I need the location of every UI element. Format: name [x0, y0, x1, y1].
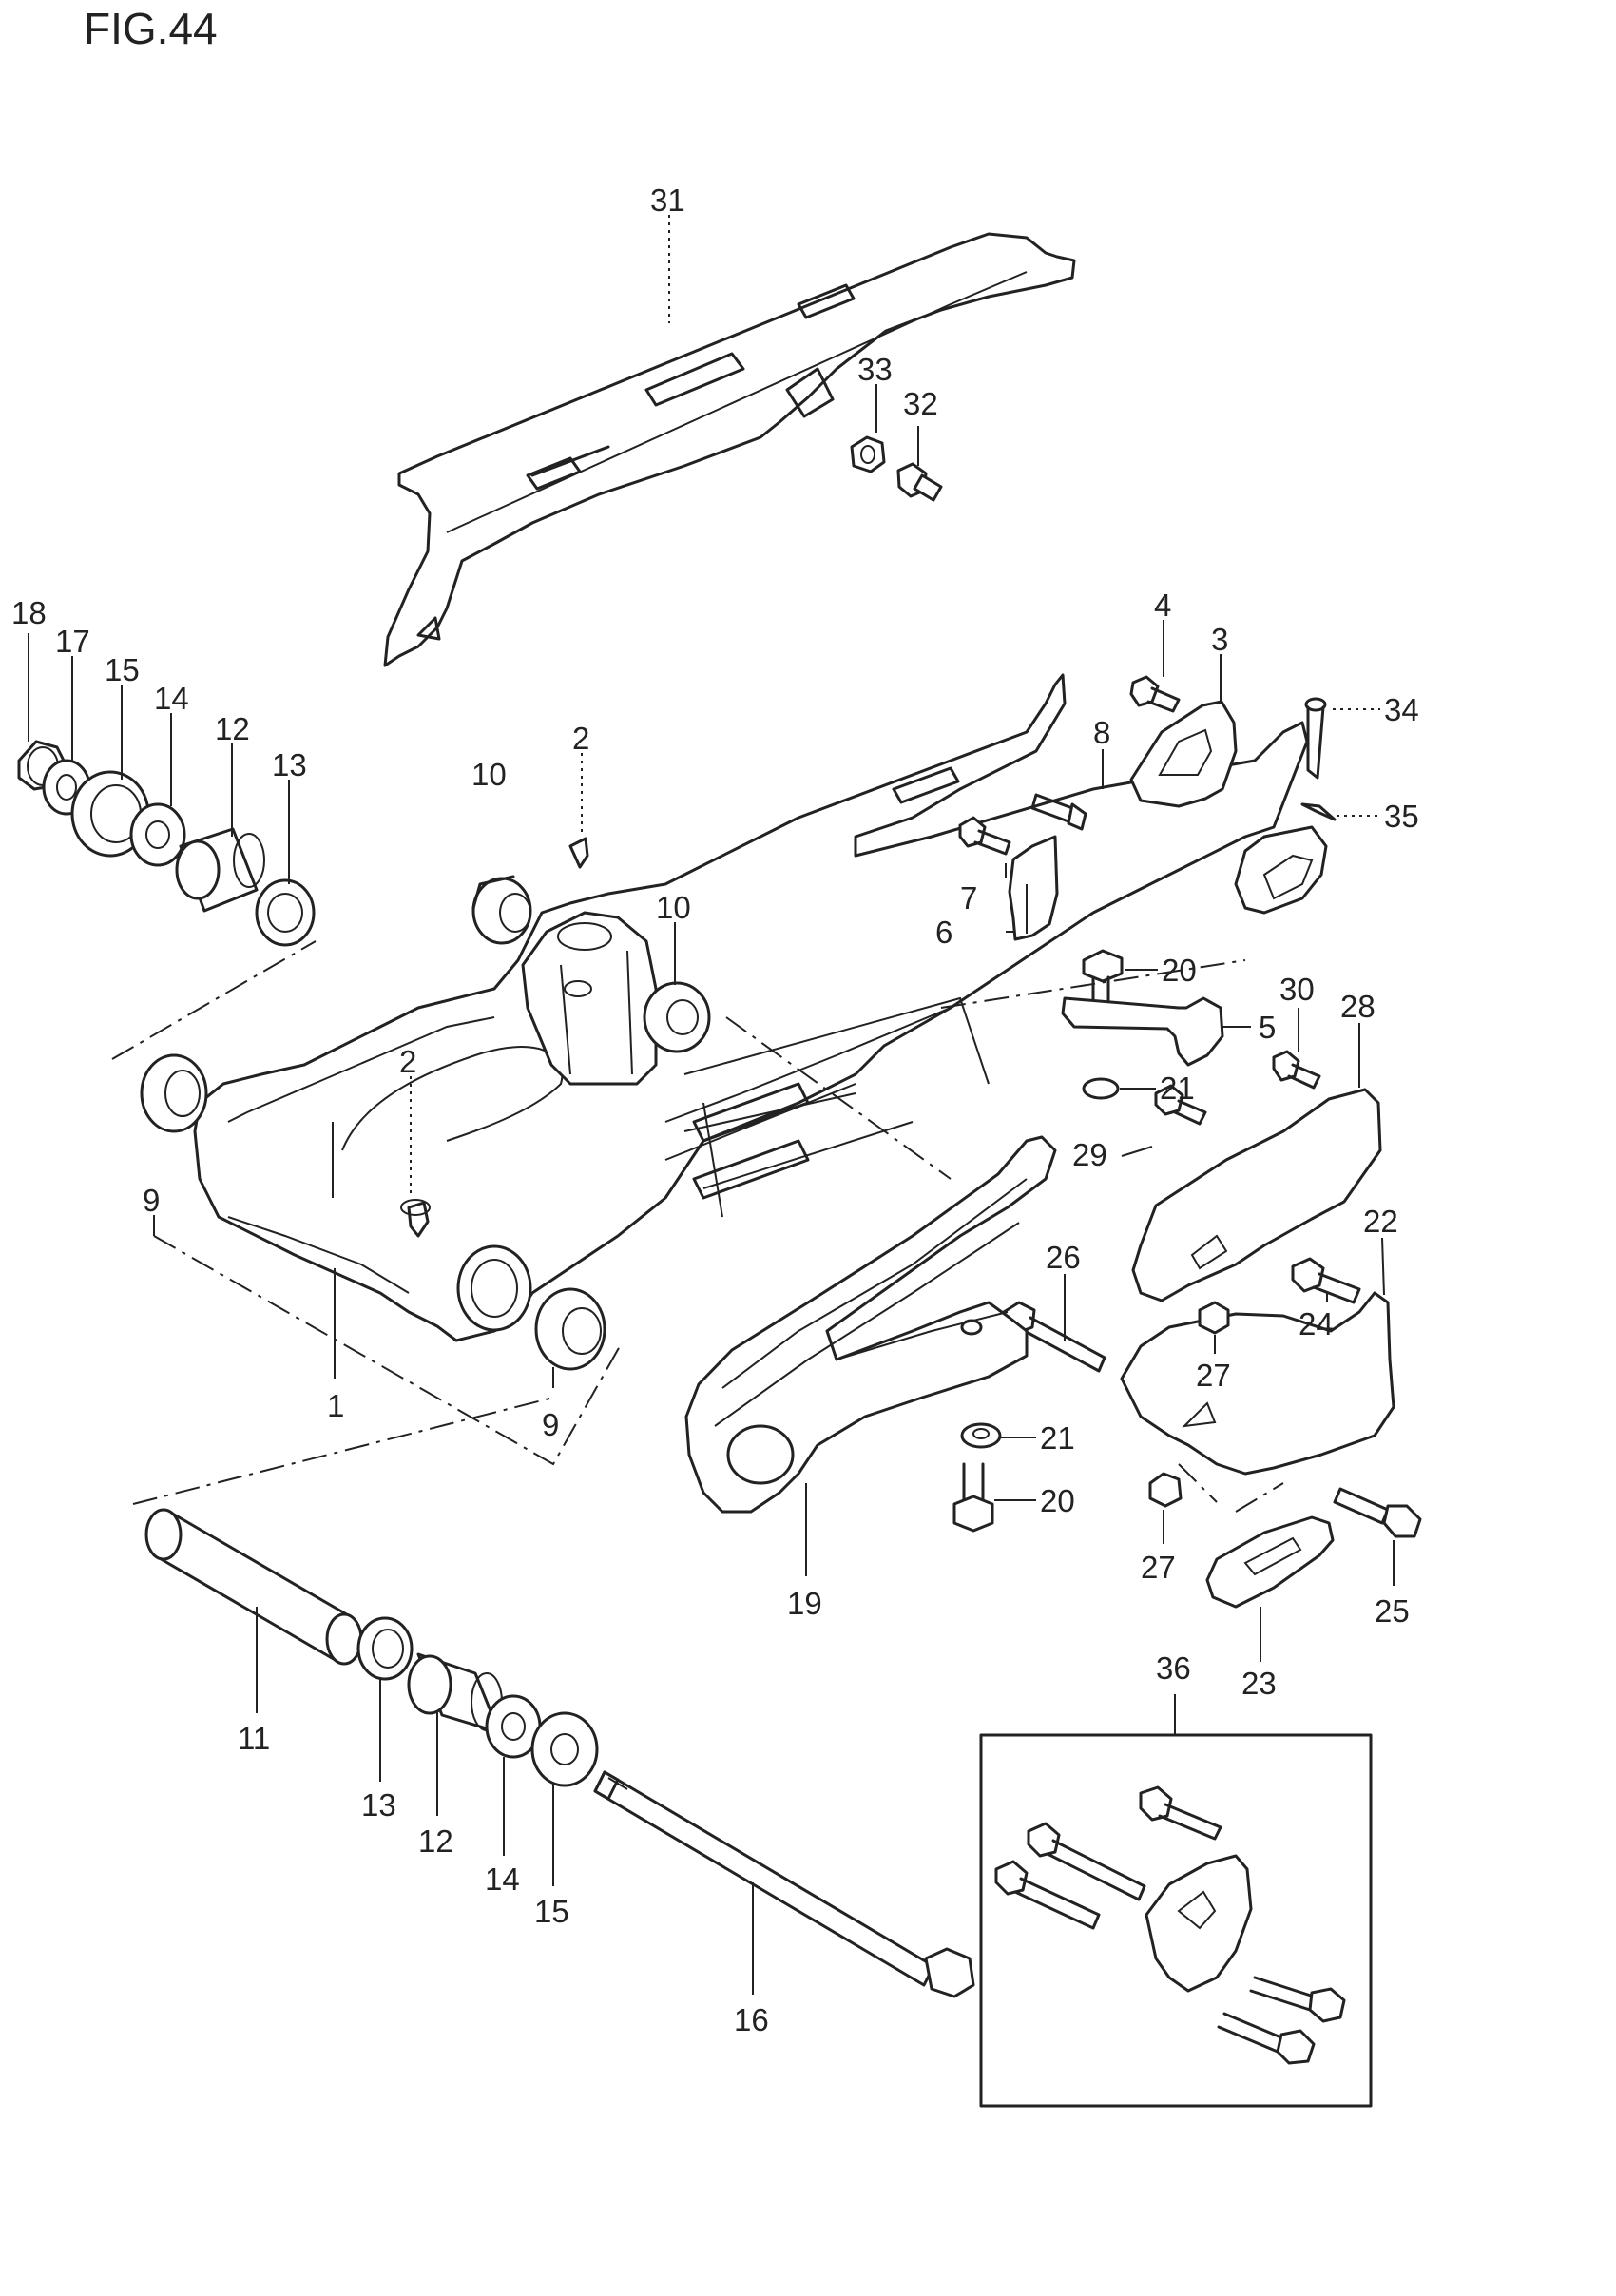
callout-2: 2 [572, 721, 589, 756]
callout-10-2: 10 [656, 890, 691, 925]
callout-1: 1 [327, 1388, 344, 1423]
part-11-pivot-shaft-collar [144, 1508, 363, 1666]
callout-6: 6 [935, 915, 952, 950]
callout-29: 29 [1072, 1137, 1107, 1172]
part-13-bushing [255, 878, 316, 947]
callout-12-2: 12 [418, 1823, 453, 1859]
part-20-bolt-2 [952, 1462, 994, 1533]
part-28-chain-guide [1131, 1088, 1382, 1302]
part-12-spacer [175, 827, 265, 913]
callout-22: 22 [1363, 1204, 1398, 1239]
part-15-seal-2 [530, 1711, 599, 1787]
callout-12: 12 [215, 711, 250, 746]
part-19-chain-buffer [684, 1135, 1057, 1514]
callout-27-2: 27 [1141, 1550, 1176, 1585]
part-30-bolt [1272, 1050, 1321, 1090]
callout-33: 33 [857, 352, 893, 387]
part-23-chain-guide-block [1205, 1515, 1335, 1609]
part-36-kit-box [979, 1733, 1373, 2108]
callout-14: 14 [154, 681, 189, 716]
callout-2-2: 2 [399, 1044, 416, 1079]
callout-15: 15 [105, 652, 140, 687]
callout-30: 30 [1279, 972, 1315, 1007]
callout-21: 21 [1160, 1071, 1195, 1106]
callout-5: 5 [1259, 1010, 1276, 1045]
part-25-bolt [1333, 1487, 1422, 1538]
part-14-washer [129, 802, 186, 867]
callout-36: 36 [1156, 1650, 1191, 1686]
callout-26: 26 [1046, 1240, 1081, 1275]
callout-31: 31 [650, 183, 685, 218]
callout-15-2: 15 [534, 1894, 569, 1929]
callout-24: 24 [1299, 1306, 1334, 1341]
callout-25: 25 [1375, 1593, 1410, 1629]
part-9-bearing [140, 1053, 208, 1133]
part-14-washer-2 [485, 1694, 542, 1759]
callout-17: 17 [55, 624, 90, 659]
callout-19: 19 [787, 1586, 822, 1621]
part-6-chain-guide [1008, 835, 1059, 941]
part-1-swingarm [193, 673, 1328, 1342]
leader-lines [28, 215, 1395, 1995]
callout-20-2: 20 [1040, 1483, 1075, 1518]
part-21-washer [1082, 1077, 1120, 1100]
callout-21-2: 21 [1040, 1420, 1075, 1456]
callout-13: 13 [272, 747, 307, 782]
callout-18: 18 [11, 595, 47, 630]
part-8-bolt [1030, 793, 1087, 831]
figure-title: FIG.44 [84, 4, 218, 53]
part-35-clip [1300, 802, 1337, 821]
callout-23: 23 [1241, 1666, 1277, 1701]
part-31-chain-case [383, 232, 1076, 667]
callout-20: 20 [1162, 953, 1197, 988]
part-20-bolt [1082, 949, 1124, 1019]
part-10-bearing [471, 875, 532, 945]
part-33-nut [850, 435, 886, 473]
part-3-chain-guide-plate [1129, 700, 1238, 808]
part-27-nut [1198, 1301, 1230, 1335]
part-7-bolt [958, 816, 1011, 856]
callout-13-2: 13 [361, 1787, 396, 1823]
callout-34: 34 [1384, 692, 1419, 727]
callout-28: 28 [1340, 989, 1376, 1024]
callout-10: 10 [471, 757, 507, 792]
callout-4: 4 [1154, 588, 1171, 623]
part-10-bearing-2 [643, 981, 711, 1053]
callout-27: 27 [1196, 1358, 1231, 1393]
callout-16: 16 [734, 2002, 769, 2037]
part-22-guard [1120, 1291, 1395, 1476]
callout-9-2: 9 [542, 1407, 559, 1442]
callout-7: 7 [960, 880, 977, 916]
part-24-bolt [1291, 1257, 1361, 1304]
part-32-bolt [896, 462, 943, 502]
part-21-washer-2 [960, 1422, 1002, 1449]
callout-32: 32 [903, 386, 938, 421]
callout-9: 9 [143, 1183, 160, 1218]
part-27-nut-2 [1148, 1472, 1183, 1508]
part-16-pivot-shaft [593, 1770, 975, 1998]
part-5-bracket [1061, 996, 1224, 1067]
part-34-pin [1304, 697, 1327, 780]
callout-35: 35 [1384, 799, 1419, 834]
part-29-bolt [1154, 1084, 1207, 1126]
callout-8: 8 [1093, 715, 1110, 750]
callout-3: 3 [1211, 622, 1228, 657]
callout-14-2: 14 [485, 1862, 520, 1897]
callout-labels: 31 33 32 18 17 15 14 12 13 10 2 10 2 9 1… [11, 183, 1419, 2037]
part-13-bushing-2 [356, 1616, 414, 1681]
callout-11: 11 [238, 1721, 270, 1756]
part-9-bearing-2 [534, 1287, 606, 1371]
part-4-bolt [1129, 675, 1181, 713]
